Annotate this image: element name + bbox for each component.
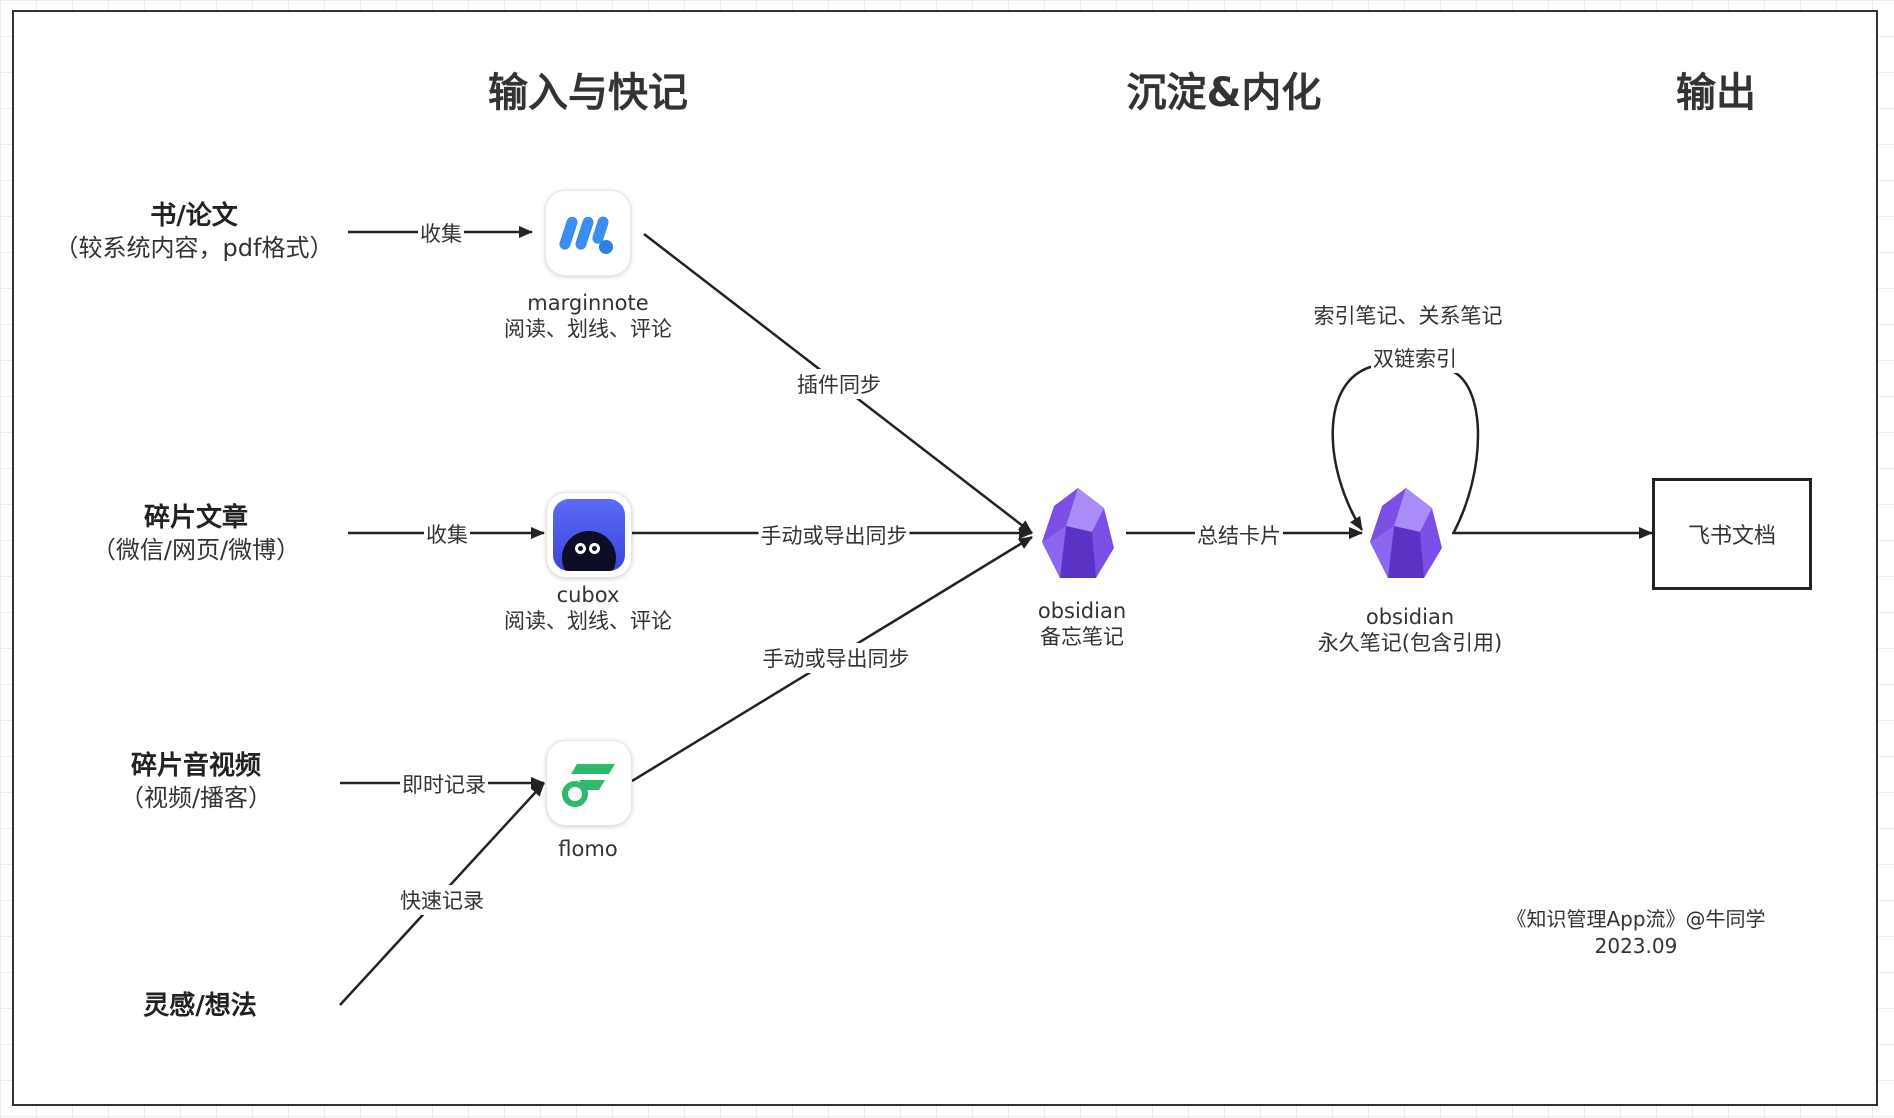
obsidian-icon[interactable]: [1040, 486, 1116, 586]
output-feishu-label: 飞书文档: [1687, 524, 1776, 549]
edge-label-quick-record: 快速记录: [398, 885, 486, 915]
column-header-sediment: 沉淀&内化: [1126, 70, 1322, 116]
marginnote-name: marginnote: [527, 291, 649, 315]
edge-label-instant-record: 即时记录: [400, 769, 488, 799]
output-feishu-box[interactable]: 飞书文档: [1652, 478, 1812, 590]
cubox-caption: cubox 阅读、划线、评论: [504, 582, 672, 634]
edge-label-collect-2: 收集: [424, 519, 470, 549]
source-article-title: 碎片文章: [143, 503, 249, 533]
obsidian-icon[interactable]: [1368, 486, 1444, 586]
source-media-title: 碎片音视频: [130, 751, 261, 781]
marginnote-sub: 阅读、划线、评论: [504, 317, 672, 341]
cubox-sub: 阅读、划线、评论: [504, 609, 672, 633]
obsidian-memo-caption: obsidian 备忘笔记: [1038, 598, 1126, 650]
loop-note-label: 索引笔记、关系笔记: [1313, 304, 1503, 328]
edge-label-double-link: 双链索引: [1371, 343, 1459, 373]
source-idea: 灵感/想法: [143, 990, 257, 1022]
cubox-name: cubox: [556, 583, 620, 607]
obsidian-memo-name: obsidian: [1037, 599, 1127, 623]
obsidian-permanent-sub: 永久笔记(包含引用): [1317, 631, 1503, 655]
marginnote-caption: marginnote 阅读、划线、评论: [504, 290, 672, 342]
source-book: 书/论文 （较系统内容，pdf格式）: [55, 200, 334, 264]
edge-label-collect-1: 收集: [418, 218, 464, 248]
source-article: 碎片文章 （微信/网页/微博）: [92, 502, 300, 566]
flomo-caption: flomo: [558, 836, 617, 862]
edge-label-plugin-sync: 插件同步: [795, 369, 883, 399]
source-book-title: 书/论文: [150, 201, 238, 231]
column-header-input: 输入与快记: [488, 70, 688, 116]
marginnote-icon[interactable]: [545, 190, 631, 276]
edge-self-loop-double-link: [1331, 364, 1480, 532]
source-media: 碎片音视频 （视频/播客）: [120, 750, 272, 814]
obsidian-permanent-name: obsidian: [1365, 605, 1455, 629]
edge-label-manual-sync-1: 手动或导出同步: [758, 520, 910, 550]
obsidian-permanent-caption: obsidian 永久笔记(包含引用): [1318, 604, 1502, 656]
source-article-sub: （微信/网页/微博）: [91, 536, 301, 564]
cubox-icon[interactable]: [546, 492, 632, 578]
credit-block: 《知识管理App流》@牛同学 2023.09: [1506, 906, 1765, 960]
source-idea-title: 灵感/想法: [143, 991, 257, 1021]
obsidian-memo-sub: 备忘笔记: [1039, 625, 1124, 649]
source-media-sub: （视频/播客）: [119, 784, 273, 812]
edge-label-summary-cards: 总结卡片: [1195, 520, 1283, 550]
flomo-icon[interactable]: [546, 740, 632, 826]
diagram-canvas: [12, 10, 1878, 1106]
credit-date: 2023.09: [1594, 934, 1678, 958]
edge-label-manual-sync-2: 手动或导出同步: [760, 643, 912, 673]
flomo-name: flomo: [558, 837, 618, 861]
source-book-sub: （较系统内容，pdf格式）: [54, 234, 334, 262]
column-header-output: 输出: [1676, 70, 1756, 116]
credit-title: 《知识管理App流》@牛同学: [1506, 907, 1766, 931]
